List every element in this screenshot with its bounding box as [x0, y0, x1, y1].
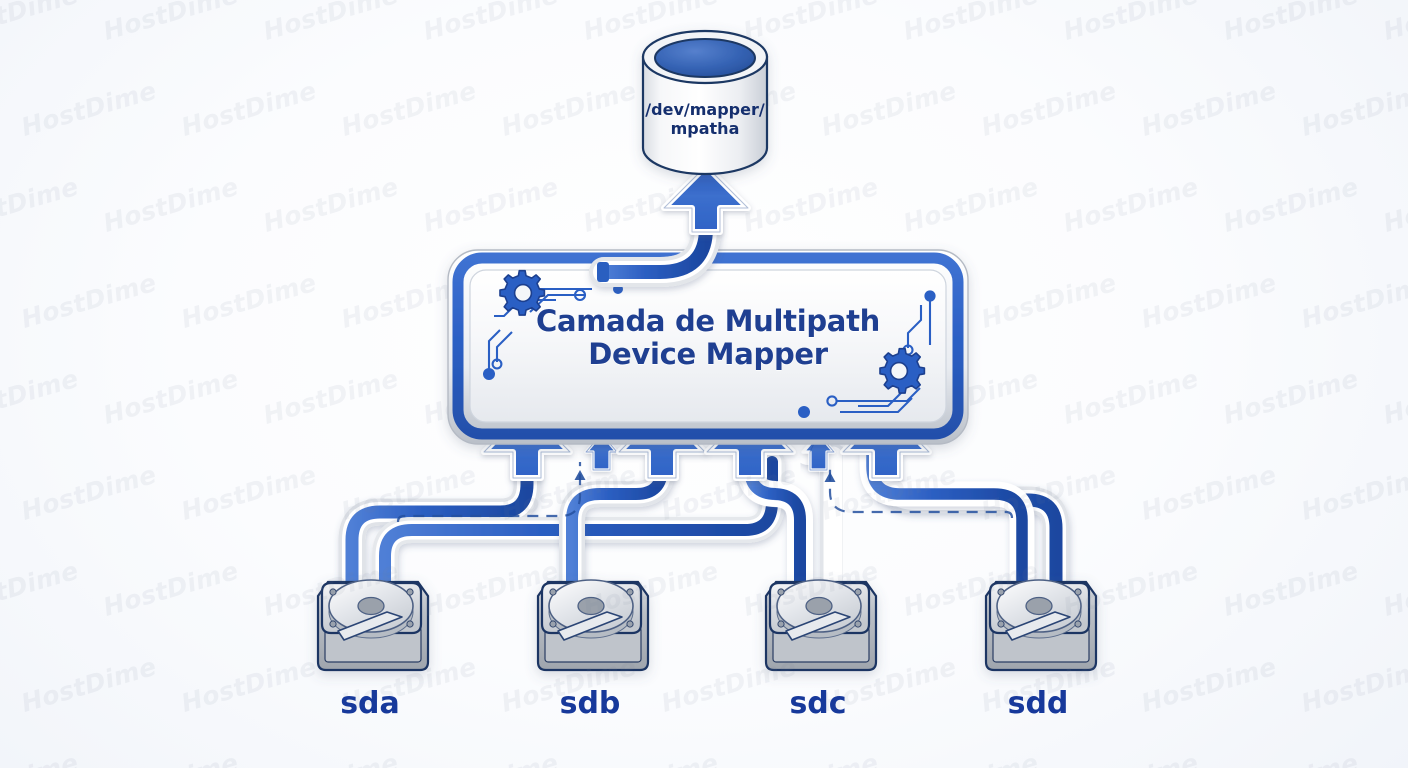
circuit-trace-bottom-right — [836, 300, 932, 414]
disk-label-sdb: sdb — [559, 686, 621, 721]
dashed-path-right — [824, 466, 1014, 519]
mpath-cylinder[interactable] — [641, 29, 769, 176]
disk-sdd[interactable] — [984, 579, 1098, 672]
page-title: Camada de Multipath Device Mapper — [478, 305, 938, 371]
circuit-nodes-top-left — [483, 284, 623, 380]
layer-title-line2: Device Mapper — [588, 336, 828, 371]
disk-label-sdd: sdd — [1007, 686, 1069, 721]
layer-title-line1: Camada de Multipath — [536, 304, 880, 338]
gear-icon-left — [499, 269, 546, 316]
circuit-nodes-bottom-right — [798, 290, 936, 418]
disk-label-sda: sda — [340, 686, 400, 721]
disk-sdc[interactable] — [764, 579, 878, 672]
mpath-label: /dev/mapper/ mpatha — [615, 100, 795, 138]
dashed-path-left — [396, 462, 586, 523]
mpath-label-line1: /dev/mapper/ — [645, 100, 765, 119]
disk-sdb[interactable] — [536, 579, 650, 672]
arrow-to-mpath — [661, 163, 751, 235]
disk-sda[interactable] — [316, 579, 430, 672]
mpath-label-line2: mpatha — [670, 119, 740, 139]
disk-label-sdc: sdc — [789, 686, 847, 721]
gear-icon-right — [879, 347, 926, 394]
path-group-sda — [338, 438, 541, 606]
